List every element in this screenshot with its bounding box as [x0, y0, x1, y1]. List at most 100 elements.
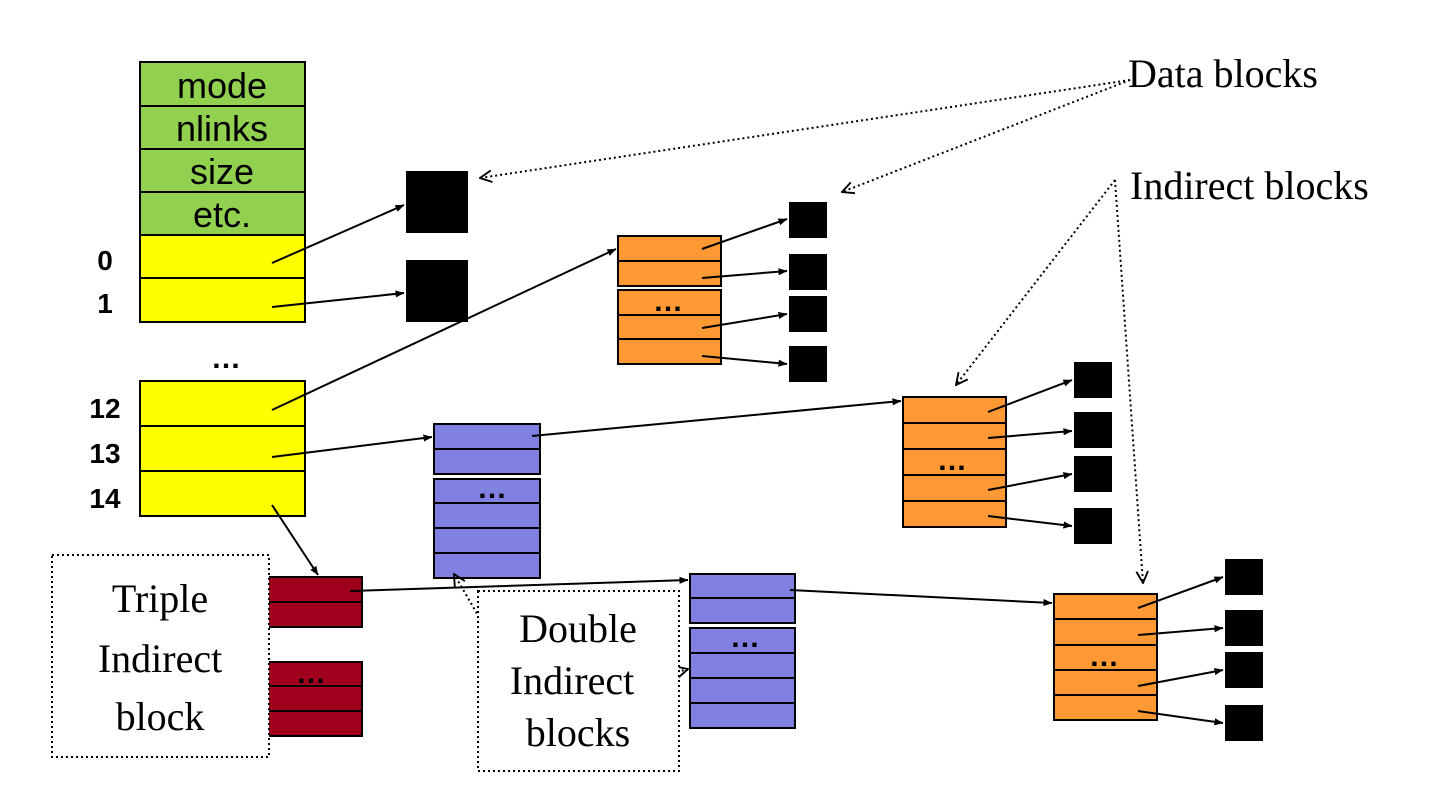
double-indirect-label-line2: Indirect [510, 658, 634, 703]
data-block [1225, 559, 1263, 595]
double-indirect-label-line1: Double [519, 606, 637, 651]
pointer-index-14: 14 [89, 483, 121, 514]
pointer-arrow [701, 268, 788, 279]
indirect-entry [902, 474, 1007, 502]
pointer-arrow [1137, 625, 1224, 636]
double-indirect-callout: Double Indirect blocks [477, 590, 680, 772]
indirect-entry [257, 601, 363, 628]
indirect-entry [689, 677, 796, 704]
data-block [1074, 508, 1112, 544]
pointer-arrow [701, 218, 788, 250]
callout-arrow [956, 179, 1116, 385]
inode-field-etc-label: etc. [193, 194, 251, 235]
indirect-entry [902, 422, 1007, 450]
triple-indirect-label-line1: Triple [112, 576, 208, 621]
indirect-entry [617, 338, 722, 365]
pointer-arrow [987, 515, 1073, 529]
pointer-arrow [271, 248, 617, 411]
indirect-entry [257, 710, 363, 737]
pointer-arrow [271, 290, 405, 308]
pointer-index-1: 1 [97, 288, 113, 319]
inode-pointers: 0 1 12 13 14 … [89, 234, 306, 517]
block-ellipsis: … [937, 444, 967, 477]
callout-arrow [480, 79, 1131, 178]
indirect-entry [902, 448, 1007, 476]
indirect-entry [1053, 694, 1158, 721]
single-indirect-block-top: … [617, 235, 722, 365]
pointer-arrow [271, 434, 433, 458]
triple-indirect-label-box [51, 554, 270, 758]
inode-pointer-12 [139, 380, 306, 427]
pointer-arrow [1137, 576, 1224, 609]
indirect-entry [433, 448, 541, 475]
inode-field-nlinks-label: nlinks [176, 108, 268, 149]
indirect-entry [433, 552, 541, 579]
data-block [789, 346, 827, 382]
data-block [406, 171, 468, 233]
callout-arrow [842, 79, 1131, 192]
data-block [1225, 652, 1263, 688]
indirect-entry [1053, 618, 1158, 646]
data-blocks-middle [1074, 362, 1112, 544]
pointer-arrow [789, 589, 1053, 607]
pointer-arrow [987, 428, 1073, 439]
triple-indirect-block: … [257, 576, 363, 737]
indirect-entry [689, 573, 796, 599]
double-indirect-block-second: … [689, 573, 796, 729]
inode-field-mode [139, 61, 306, 107]
indirect-entry [257, 576, 363, 603]
pointer-arrow [271, 204, 405, 264]
data-block [1074, 456, 1112, 492]
callout-arrow [454, 574, 498, 649]
indirect-entry [617, 260, 722, 287]
pointer-arrow [349, 576, 689, 592]
indirect-entry [902, 500, 1007, 528]
single-indirect-block-middle: … [902, 396, 1007, 528]
data-blocks-label: Data blocks [1128, 51, 1318, 96]
pointer-arrow [701, 311, 788, 329]
indirect-entry [1053, 644, 1158, 671]
block-ellipsis: … [730, 621, 760, 654]
inode-field-size-label: size [190, 151, 254, 192]
inode-pointer-1 [139, 277, 306, 323]
pointer-arrows [271, 204, 1224, 726]
indirect-entry [433, 478, 541, 504]
data-block [789, 254, 827, 290]
inode-pointer-13 [139, 425, 306, 472]
inode-ellipsis: … [211, 342, 241, 375]
block-ellipsis: … [296, 657, 326, 690]
data-block [1074, 412, 1112, 448]
triple-indirect-label-line3: block [116, 694, 205, 739]
indirect-entry [433, 527, 541, 554]
indirect-entry [689, 702, 796, 729]
indirect-entry [1053, 669, 1158, 696]
inode-pointer-0 [139, 234, 306, 279]
indirect-entry [617, 289, 722, 316]
data-block [1074, 362, 1112, 398]
pointer-index-12: 12 [89, 393, 120, 424]
direct-data-blocks [406, 171, 468, 322]
pointer-index-0: 0 [97, 245, 113, 276]
pointer-arrow [987, 379, 1073, 413]
pointer-arrow [987, 472, 1073, 491]
double-indirect-label-box [477, 590, 680, 772]
block-ellipsis: … [477, 472, 507, 505]
double-indirect-block: … [433, 423, 541, 579]
data-blocks-top [789, 202, 827, 382]
pointer-arrow [1137, 710, 1224, 726]
inode-pointer-14 [139, 470, 306, 517]
inode-field-mode-label: mode [177, 65, 267, 106]
data-block [789, 202, 827, 238]
pointer-arrow [271, 504, 319, 576]
indirect-entry [433, 502, 541, 529]
data-block [789, 296, 827, 332]
data-block [1225, 610, 1263, 646]
pointer-arrow [1137, 668, 1224, 687]
pointer-index-13: 13 [89, 438, 120, 469]
triple-indirect-callout: Triple Indirect block [51, 554, 270, 758]
data-block [1225, 705, 1263, 741]
triple-indirect-label-line2: Indirect [98, 636, 222, 681]
inode-field-etc [139, 191, 306, 236]
double-indirect-label-line3: blocks [526, 710, 630, 755]
